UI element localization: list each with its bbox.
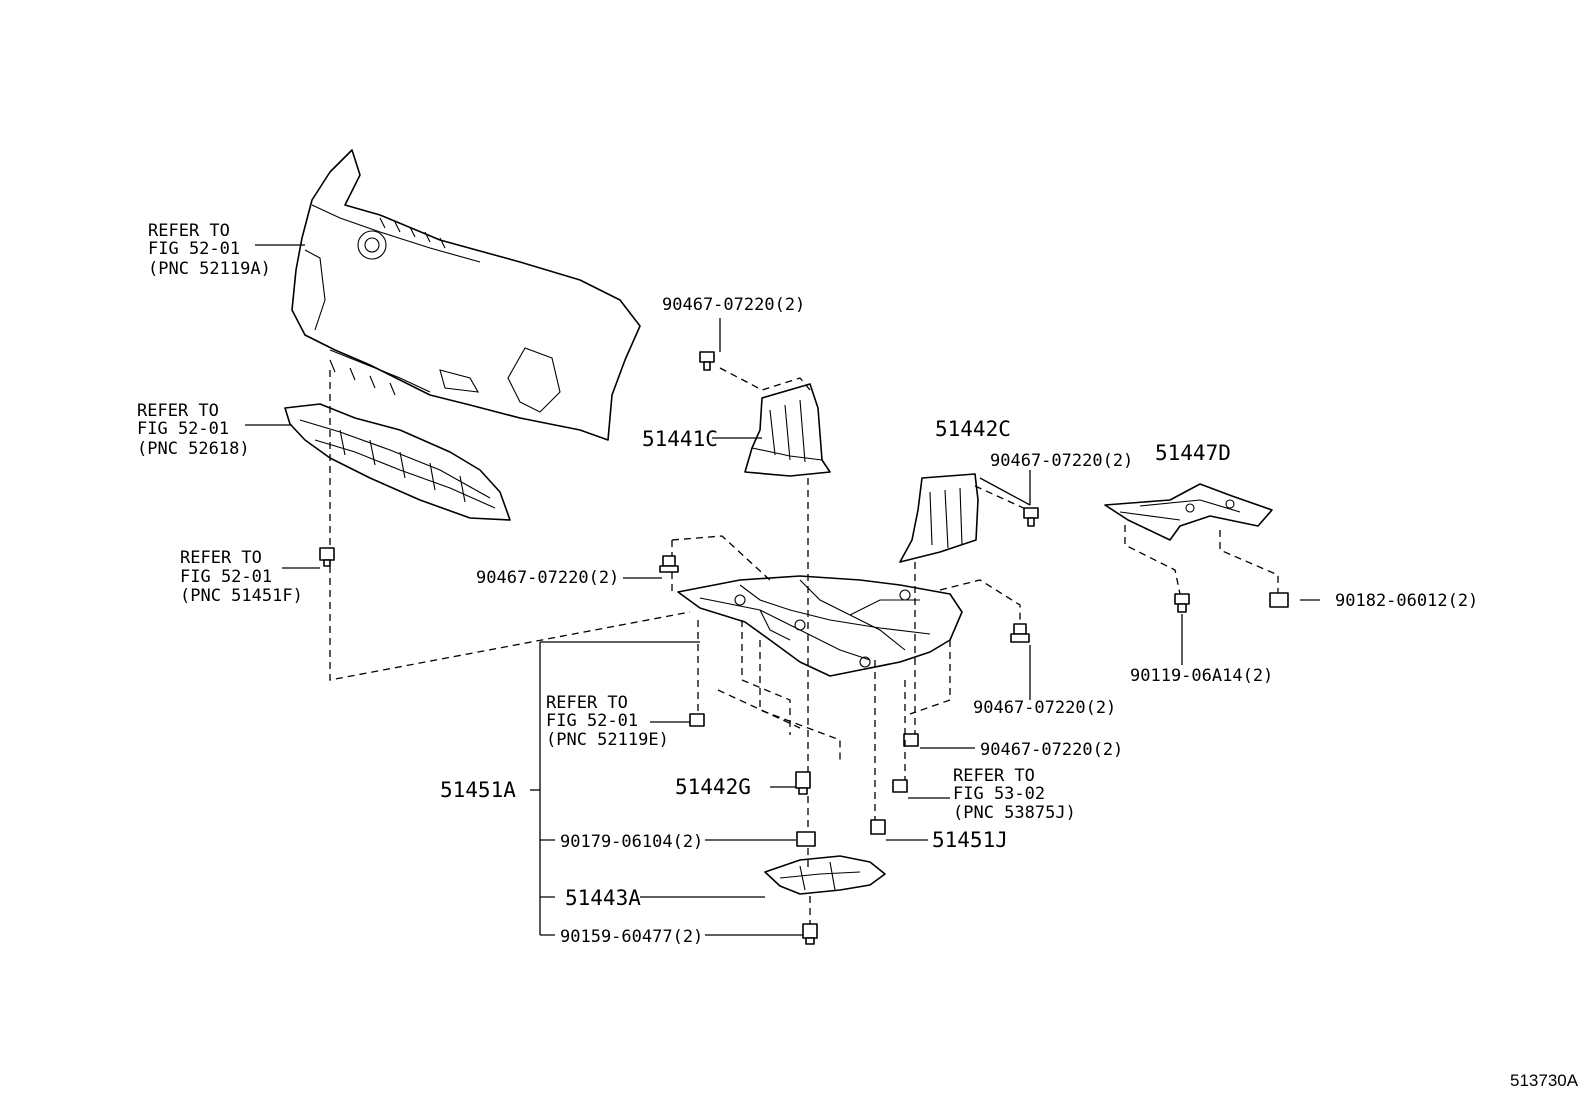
svg-text:FIG 52-01: FIG 52-01 [137, 419, 229, 439]
svg-text:FIG 53-02: FIG 53-02 [953, 784, 1045, 804]
clip-icon-left [659, 555, 679, 573]
part-label-51451j: 51451J [932, 828, 1008, 852]
svg-text:(PNC 52119E): (PNC 52119E) [546, 730, 669, 750]
clip-icon-52119e [689, 713, 705, 727]
clip-icon-53875j [892, 779, 908, 793]
reference-clip-52119e: REFER TO FIG 52-01 (PNC 52119E) [546, 693, 669, 750]
diagram-code: 513730A [1510, 1071, 1579, 1090]
svg-text:(PNC 51451F): (PNC 51451F) [180, 586, 303, 606]
fastener-label-top: 90467-07220(2) [662, 295, 805, 315]
fastener-label-90119: 90119-06A14(2) [1130, 666, 1273, 686]
fastener-label-90179: 90179-06104(2) [560, 832, 703, 852]
svg-text:REFER TO: REFER TO [546, 693, 628, 713]
clip-icon-51451f [319, 547, 335, 567]
clip-icon-right1 [1010, 623, 1030, 643]
svg-text:(PNC 52119A): (PNC 52119A) [148, 259, 271, 279]
clip-icon-51451j [870, 819, 886, 835]
lower-cover-51443a [764, 855, 886, 895]
svg-text:FIG 52-01: FIG 52-01 [546, 711, 638, 731]
part-label-51442g: 51442G [675, 775, 751, 799]
fastener-label-right2: 90467-07220(2) [980, 740, 1123, 760]
svg-text:(PNC 52618): (PNC 52618) [137, 439, 250, 459]
fastener-label-90182: 90182-06012(2) [1335, 591, 1478, 611]
svg-text:REFER TO: REFER TO [137, 401, 219, 421]
fastener-label-left: 90467-07220(2) [476, 568, 619, 588]
nut-icon-90182 [1269, 592, 1289, 608]
reference-absorber: REFER TO FIG 52-01 (PNC 52618) [137, 401, 250, 459]
reference-clip-51451f: REFER TO FIG 52-01 (PNC 51451F) [180, 548, 303, 606]
reference-bumper: REFER TO FIG 52-01 (PNC 52119A) [148, 221, 271, 279]
svg-text:FIG 52-01: FIG 52-01 [148, 239, 240, 259]
reference-clip-53875j: REFER TO FIG 53-02 (PNC 53875J) [953, 766, 1076, 823]
part-label-51447d: 51447D [1155, 441, 1231, 465]
svg-text:REFER TO: REFER TO [953, 766, 1035, 786]
clip-icon-51442g [795, 771, 811, 795]
svg-text:FIG 52-01: FIG 52-01 [180, 567, 272, 587]
front-absorber [284, 403, 511, 521]
fastener-label-right1: 90467-07220(2) [973, 698, 1116, 718]
screw-icon-90159 [802, 923, 818, 945]
fastener-label-90159: 90159-60477(2) [560, 927, 703, 947]
shield-51442c [899, 473, 979, 563]
part-label-51442c: 51442C [935, 417, 1011, 441]
svg-text:(PNC 53875J): (PNC 53875J) [953, 803, 1076, 823]
part-label-51441c: 51441C [642, 427, 718, 451]
assembly-lines [329, 367, 1279, 924]
leader-lines [245, 244, 1320, 936]
nut-icon-90179 [796, 831, 816, 847]
bracket-51447d [1104, 483, 1273, 541]
clip-icon-top [699, 351, 715, 371]
engine-under-cover-51451a [677, 575, 963, 677]
fastener-label-51442c: 90467-07220(2) [990, 451, 1133, 471]
svg-text:REFER TO: REFER TO [148, 221, 230, 241]
part-label-51443a: 51443A [565, 886, 641, 910]
clip-icon-51442c [1023, 507, 1039, 527]
shield-51441c [744, 383, 831, 477]
front-bumper-cover [291, 149, 641, 441]
clip-icon-right2 [903, 733, 919, 747]
bolt-icon-90119 [1174, 593, 1190, 613]
svg-text:REFER TO: REFER TO [180, 548, 262, 568]
part-label-51451a: 51451A [440, 778, 516, 802]
